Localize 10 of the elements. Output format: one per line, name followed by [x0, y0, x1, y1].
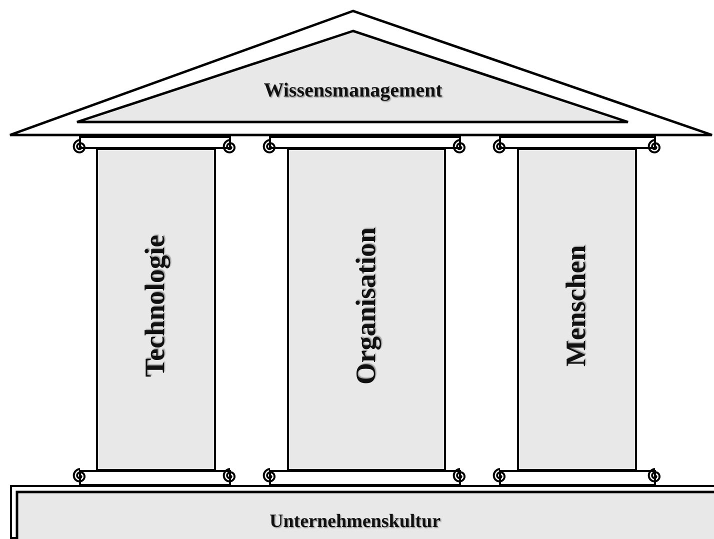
pillar-box	[517, 148, 637, 471]
pillar-label: Technologie	[140, 234, 172, 377]
roof-triangle	[8, 9, 714, 137]
foundation-label: Unternehmenskultur	[270, 511, 440, 533]
pillar-box	[96, 148, 216, 471]
roof-label: Wissensmanagement	[264, 80, 442, 102]
pillar-label: Menschen	[561, 244, 593, 366]
pillar-box	[287, 148, 446, 471]
foundation-box	[10, 485, 714, 539]
pillar-label: Organisation	[350, 226, 382, 384]
